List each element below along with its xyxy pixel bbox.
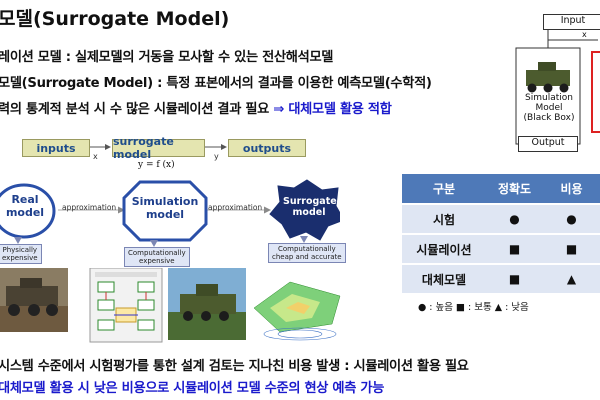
bullet-prefix: 력의 통계적 분석 시 수 많은 시뮬레이션 결과 필요 [0,102,274,117]
blackbox-x-label: x [582,30,587,39]
table-header-row: 구분 정확도 비용 [402,174,600,205]
table-header: 구분 [402,174,486,205]
flow-inputs-box: inputs [22,139,90,157]
table-cell: 대체모델 [402,264,486,295]
blackbox-input-box: Input [543,14,600,30]
response-surface-plot [250,268,342,341]
table-cell: ■ [486,234,543,265]
table-cell: ■ [543,234,600,265]
table-header: 비용 [543,174,600,205]
table-row: 시험 ● ● [402,204,600,235]
table-header: 정확도 [486,174,543,205]
simulation-model-shape [122,180,208,242]
vehicle-structure-diagram [89,268,163,343]
conclusion-line-2: 대체모델 활용 시 낮은 비용으로 시뮬레이션 모델 수준의 현상 예측 가능 [0,381,385,396]
blackbox-frame [515,30,600,150]
bullet-surrogate-model: 모델(Surrogate Model) : 특정 표본에서의 결과를 이용한 예… [0,76,432,91]
simulation-model-caption: Computationally expensive [124,247,190,268]
simulation-model-label: Simulation model [131,195,199,221]
table-row: 시뮬레이션 ■ ■ [402,234,600,265]
table-cell: ▲ [543,264,600,295]
pipeline-diagram [0,179,340,247]
surrogate-model-label: Surrogate model [283,196,337,218]
slide-title: 모델(Surrogate Model) [0,8,230,30]
blackbox-output-box: Output [518,136,578,152]
real-model-caption: Physically expensive [0,244,42,265]
table-cell: 시험 [402,204,486,235]
real-model-shape [0,183,56,239]
flow-surrogate-box: surrogate model [112,135,205,161]
bullet-simulation-model: 레이션 모델 : 실제모델의 거동을 모사할 수 있는 전산해석모델 [0,50,334,65]
table-cell: ● [543,204,600,235]
military-vehicle-image [0,268,68,332]
flow-equation: y = f (x) [138,160,175,170]
flow-x-label: x [93,152,98,161]
illustration-strip [0,268,342,343]
table-legend: ● : 높음 ■ : 보통 ▲ : 낮음 [418,302,529,313]
blackbox-model-label: Simulation Model (Black Box) [523,93,575,123]
approximation-label-1: approximation [62,203,117,212]
approximation-label-2: approximation [208,203,263,212]
conclusion-line-1: 시스템 수준에서 시험평가를 통한 설계 검토는 지나친 비용 발생 : 시뮬레… [0,359,469,374]
bullet-statistical-analysis: 력의 통계적 분석 시 수 많은 시뮬레이션 결과 필요 ⇒ 대체모델 활용 적… [0,98,392,117]
table-cell: 시뮬레이션 [402,234,486,265]
flow-outputs-box: outputs [228,139,306,157]
comparison-table: 구분 정확도 비용 시험 ● ● 시뮬레이션 ■ ■ 대체모델 ■ ▲ [402,174,600,295]
bullet-highlight: ⇒ 대체모델 활용 적합 [273,102,392,117]
surrogate-model-shape [269,179,340,241]
flow-arrows [90,144,227,150]
vehicle-render-image [168,268,246,340]
table-row: 대체모델 ■ ▲ [402,264,600,295]
surrogate-model-caption: Computationally cheap and accurate [268,243,346,264]
table-cell: ■ [486,264,543,295]
real-model-label: Real model [5,193,45,219]
table-cell: ● [486,204,543,235]
flow-y-label: y [214,152,219,161]
vehicle-icon [526,62,570,93]
